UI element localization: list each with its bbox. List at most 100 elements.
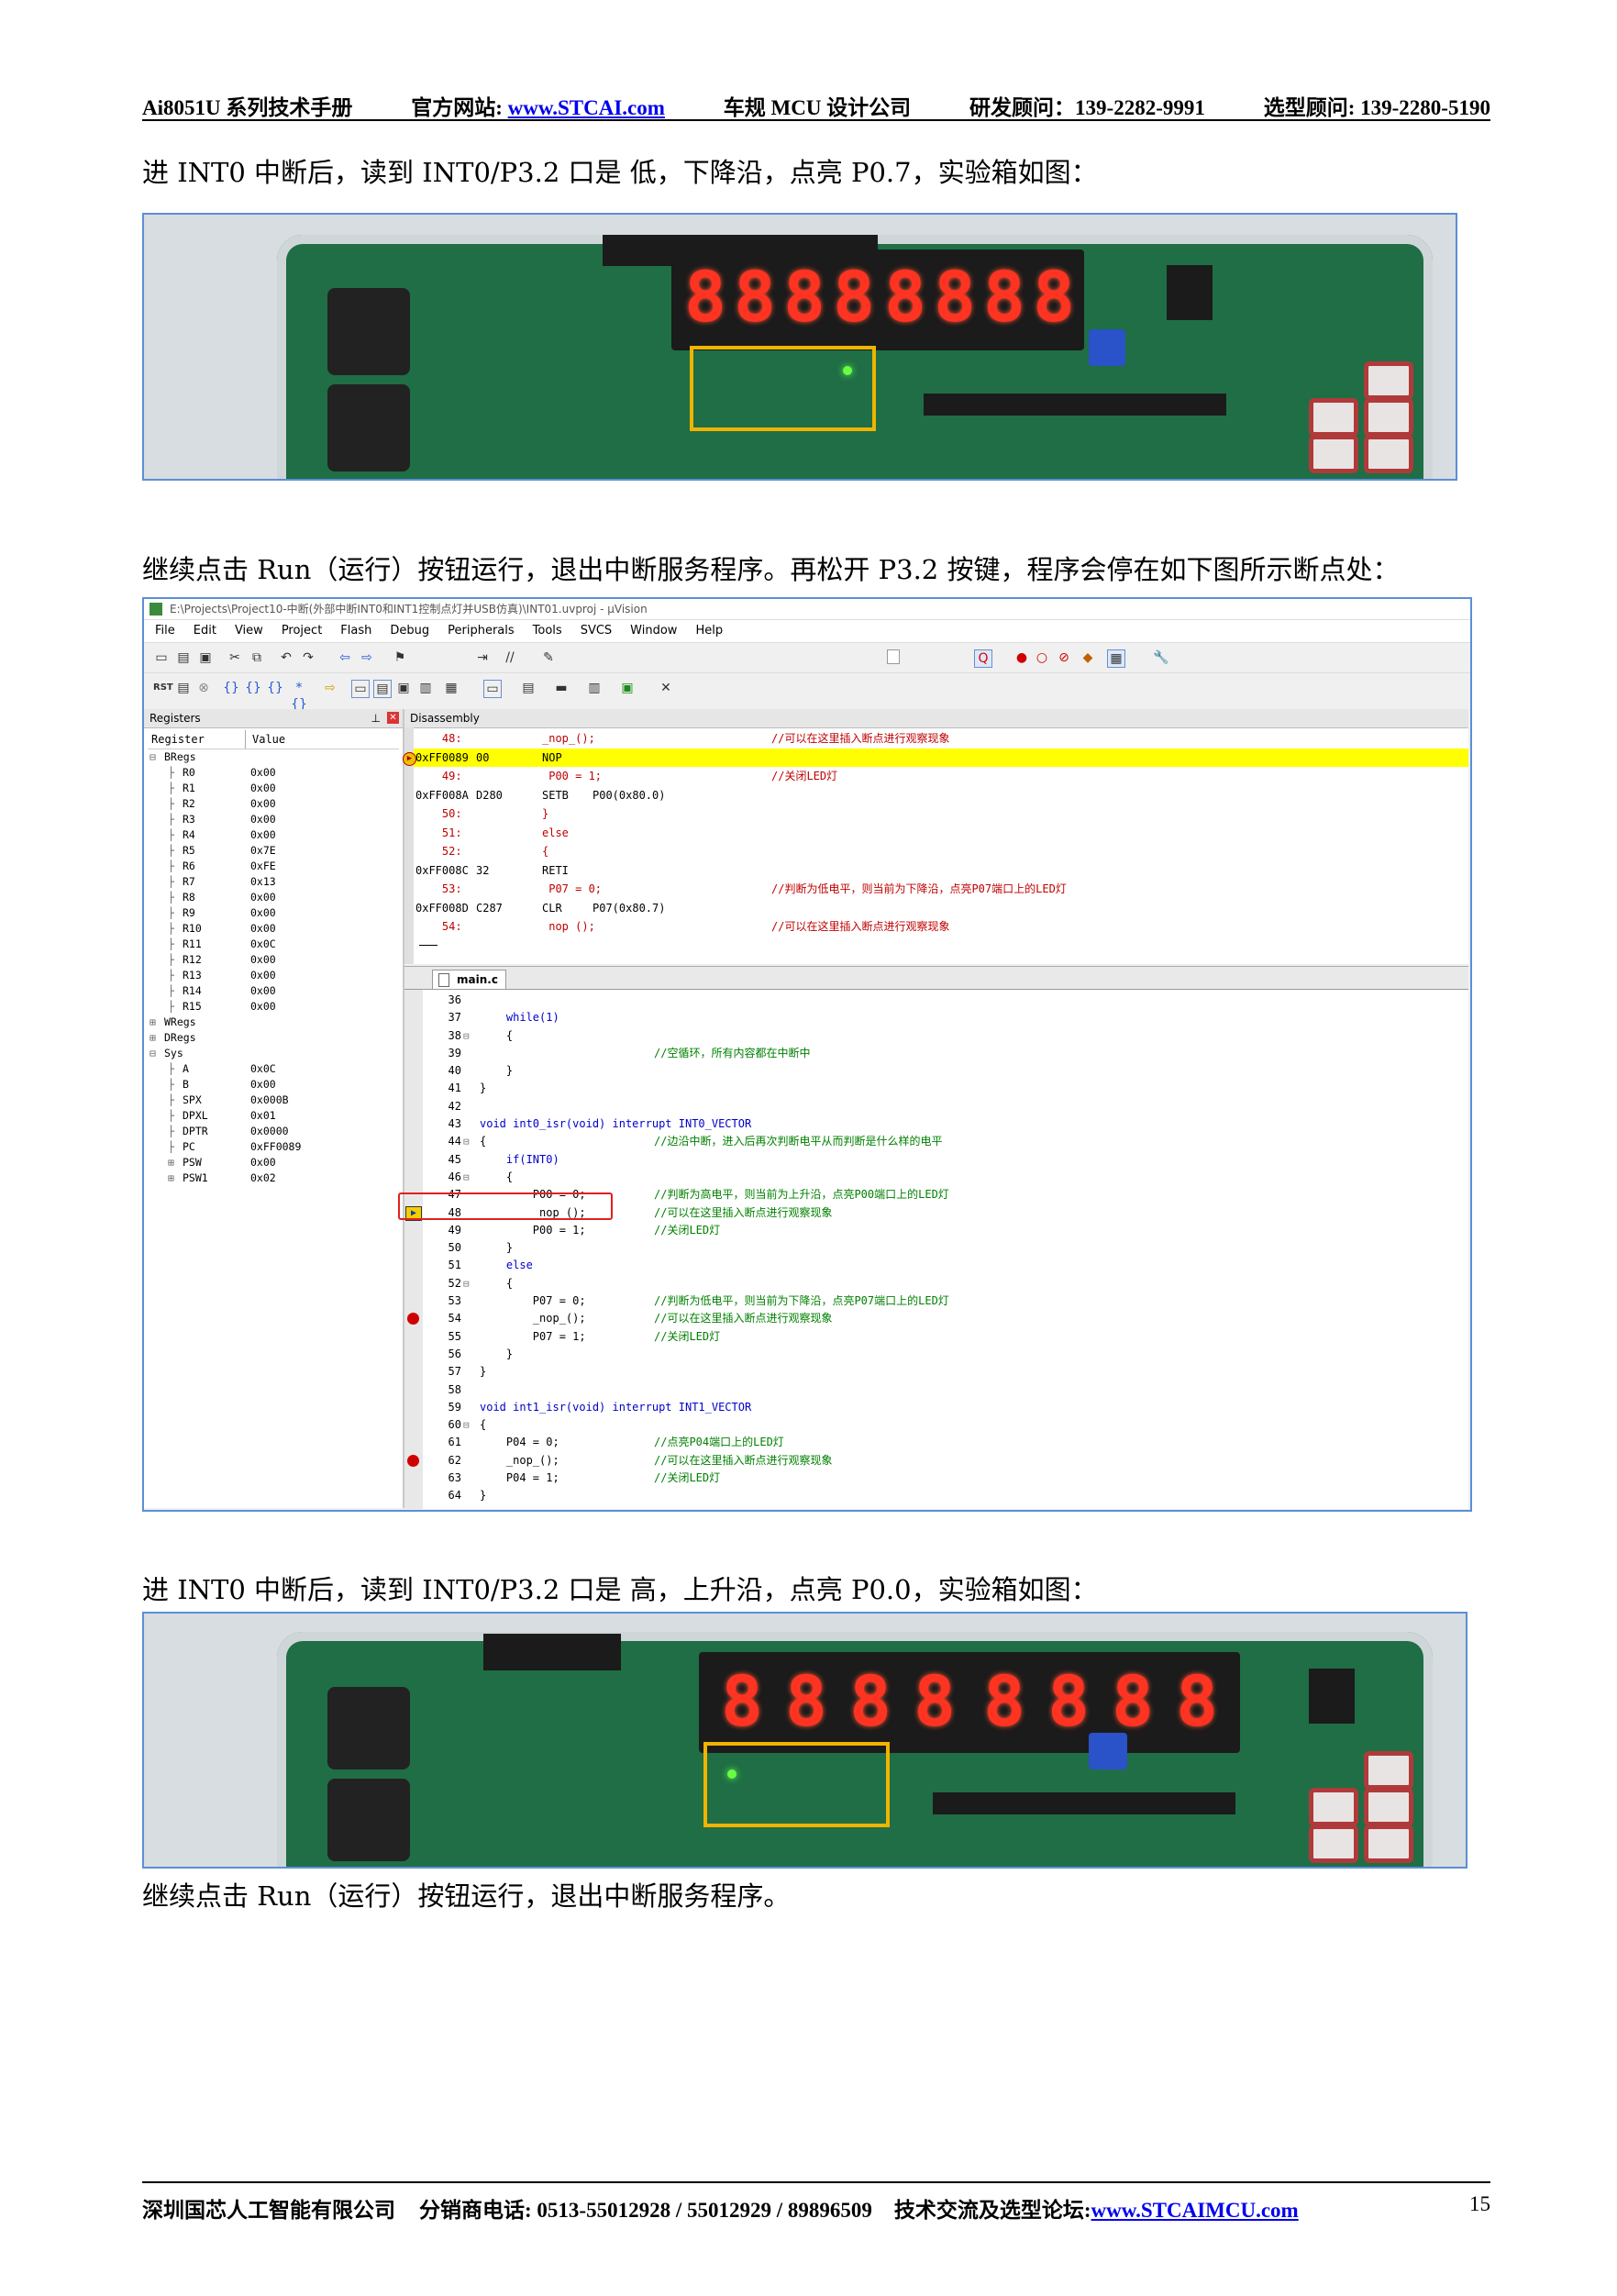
disassembly-row[interactable]: 51:else [414,824,1468,843]
menu-view[interactable]: View [234,624,263,638]
menu-window[interactable]: Window [630,624,678,638]
step-into-icon[interactable]: {} [223,681,239,695]
call-stack-icon[interactable]: ▦ [445,681,458,695]
menu-debug[interactable]: Debug [390,624,430,638]
find-icon[interactable]: ✎ [543,650,554,665]
breakpoint-icon[interactable] [407,1454,419,1467]
breakpoint-kill-icon[interactable]: ⊘ [1058,650,1069,665]
disassembly-window-icon[interactable]: ▤ [373,680,392,698]
forum-link[interactable]: www.STCAIMCU.com [1091,2199,1299,2222]
breakpoint-insert-icon[interactable]: ● [1015,650,1028,665]
menu-project[interactable]: Project [281,624,323,638]
menu-file[interactable]: File [155,624,175,638]
fold-toggle-icon[interactable]: ⊟ [463,1170,470,1183]
register-row[interactable]: ⊞WRegs [150,1015,403,1030]
register-row[interactable]: ⊟Sys [150,1046,403,1061]
website-link[interactable]: www.STCAI.com [507,96,665,119]
command-window-icon[interactable]: ▭ [351,680,370,698]
fold-toggle-icon[interactable]: ⊟ [463,1136,470,1148]
show-next-statement-icon[interactable]: ⇨ [325,681,336,695]
breakpoint-icon[interactable] [407,1313,419,1325]
indent-icon[interactable]: ⇥ [477,650,488,665]
menu-flash[interactable]: Flash [340,624,372,638]
tab-main-c[interactable]: main.c [432,970,506,989]
expand-toggle-icon[interactable]: ⊞ [150,1015,156,1028]
code-line[interactable]: 50 } [423,1239,1468,1257]
code-line[interactable]: 46⊟ { [423,1169,1468,1186]
window-layout-icon[interactable]: ▦ [1107,649,1125,668]
menu-svcs[interactable]: SVCS [580,624,613,638]
code-line[interactable]: 58 [423,1381,1468,1399]
menu-help[interactable]: Help [695,624,724,638]
code-line[interactable]: 40 } [423,1062,1468,1080]
copy-icon[interactable]: ⧉ [252,650,261,665]
fold-toggle-icon[interactable]: ⊟ [463,1277,470,1290]
open-file-icon[interactable]: ▤ [177,650,190,665]
code-line[interactable]: 37 while(1) [423,1009,1468,1026]
disassembly-row[interactable]: 52:{ [414,842,1468,861]
code-line[interactable]: 36 [423,992,1468,1009]
fold-toggle-icon[interactable]: ⊟ [463,1029,470,1042]
code-line[interactable]: 60⊟{ [423,1416,1468,1434]
disassembly-row[interactable]: 53: P07 = 0;//判断为低电平，则当前为下降沿，点亮P07端口上的LE… [414,880,1468,899]
toolbox-icon[interactable]: ✕ [660,681,671,695]
settings-wrench-icon[interactable]: 🔧 [1153,650,1169,665]
code-line[interactable]: 39//空循环，所有内容都在中断中 [423,1045,1468,1062]
expand-toggle-icon[interactable]: ⊟ [150,1047,156,1059]
serial-window-icon[interactable]: ▬ [555,681,568,695]
code-line[interactable]: 55 P07 = 1;//关闭LED灯 [423,1328,1468,1346]
memory-window-icon[interactable]: ▤ [522,681,535,695]
disassembly-row[interactable]: 49: P00 = 1;//关闭LED灯 [414,767,1468,786]
analysis-window-icon[interactable]: ▥ [588,681,601,695]
watch-window-icon[interactable]: ▭ [483,680,502,698]
back-icon[interactable]: ⇦ [339,650,350,665]
code-line[interactable]: 47 P00 = 0;//判断为高电平，则当前为上升沿，点亮P00端口上的LED… [423,1186,1468,1203]
code-line[interactable]: 49 P00 = 1;//关闭LED灯 [423,1222,1468,1239]
code-line[interactable]: 41} [423,1080,1468,1097]
code-line[interactable]: 54 _nop_();//可以在这里插入断点进行观察现象 [407,1310,1468,1327]
code-line[interactable]: 51 else [423,1257,1468,1274]
code-line[interactable]: 61 P04 = 0;//点亮P04端口上的LED灯 [423,1434,1468,1451]
breakpoint-disable-icon[interactable]: ○ [1036,650,1048,665]
disassembly-row[interactable]: 54: nop ();//可以在这里插入断点进行观察现象 [414,917,1468,937]
new-file-icon[interactable]: ▭ [155,650,168,665]
menu-tools[interactable]: Tools [532,624,562,638]
code-line[interactable]: 63 P04 = 1;//关闭LED灯 [423,1470,1468,1487]
run-icon[interactable]: ▤ [177,681,190,695]
expand-toggle-icon[interactable]: ⊟ [150,750,156,763]
code-line[interactable]: 42 [423,1098,1468,1115]
run-to-cursor-icon[interactable]: *{} [291,681,307,712]
debug-session-icon[interactable]: Q [974,649,992,668]
register-row[interactable]: ⊞DRegs [150,1030,403,1046]
code-line[interactable]: 45 if(INT0) [423,1151,1468,1169]
forward-icon[interactable]: ⇨ [361,650,372,665]
redo-icon[interactable]: ↷ [303,650,314,665]
close-icon[interactable]: ✕ [387,712,399,724]
code-line[interactable]: 44⊟{//边沿中断，进入后再次判断电平从而判断是什么样的电平 [423,1133,1468,1150]
code-line[interactable]: 64} [423,1487,1468,1504]
menu-edit[interactable]: Edit [193,624,216,638]
pin-icon[interactable]: ⊥ [371,712,381,725]
trace-window-icon[interactable]: ▣ [621,681,634,695]
step-out-icon[interactable]: {} [267,681,283,695]
bookmark-icon[interactable]: ⚑ [393,650,406,665]
expand-toggle-icon[interactable]: ⊞ [168,1156,174,1169]
expand-toggle-icon[interactable]: ⊞ [150,1031,156,1044]
